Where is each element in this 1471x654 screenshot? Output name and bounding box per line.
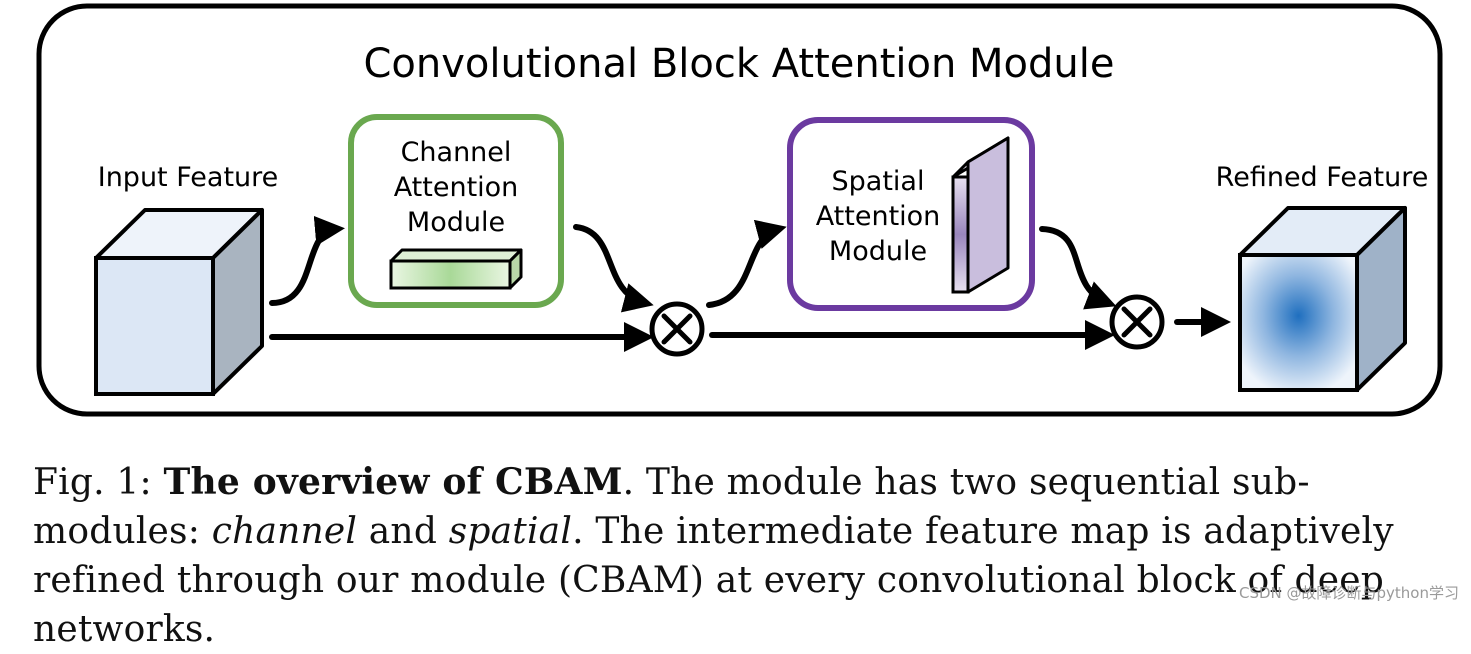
- caption-part1: . The module has two sequential sub-modu…: [33, 462, 1310, 552]
- arrow-input-to-channel: [269, 215, 345, 306]
- caption-bold-title: The overview of CBAM: [163, 461, 623, 503]
- spatial-attention-map: [951, 136, 1010, 294]
- input-feature-label: Input Feature: [98, 162, 279, 193]
- caption-italic-spatial: spatial: [448, 511, 573, 552]
- channel-label-line3: Module: [407, 207, 505, 238]
- caption-part3: . The intermediate feature map is adapti…: [33, 511, 1394, 650]
- caption-part2: and: [357, 511, 449, 552]
- channel-label-line2: Attention: [394, 172, 519, 203]
- spatial-label-line1: Spatial: [832, 166, 925, 197]
- arrow-spatial-to-multiply2: [1039, 226, 1117, 310]
- refined-feature-cube: [1238, 206, 1407, 392]
- channel-label-line1: Channel: [401, 137, 512, 168]
- channel-attention-vector: [389, 248, 523, 290]
- figure-caption: Fig. 1: The overview of CBAM. The module…: [33, 458, 1453, 654]
- cbam-diagram: Convolutional Block Attention Module Inp…: [36, 3, 1443, 417]
- flow-arrows: [269, 215, 1231, 352]
- diagram-title: Convolutional Block Attention Module: [364, 41, 1115, 87]
- caption-prefix: Fig. 1:: [33, 462, 164, 503]
- outer-frame: [36, 3, 1443, 417]
- caption-italic-channel: channel: [211, 511, 358, 552]
- multiply-node-2: [1109, 294, 1165, 350]
- multiply-node-1: [649, 301, 705, 357]
- refined-feature-label: Refined Feature: [1216, 162, 1429, 193]
- spatial-label-line2: Attention: [816, 201, 941, 232]
- arrow-channel-to-multiply1: [573, 224, 654, 313]
- input-feature-cube: [94, 208, 264, 396]
- watermark: CSDN @故障诊断与python学习: [1238, 584, 1459, 602]
- spatial-label-line3: Module: [829, 236, 927, 267]
- arrow-multiply1-to-spatial: [706, 219, 787, 308]
